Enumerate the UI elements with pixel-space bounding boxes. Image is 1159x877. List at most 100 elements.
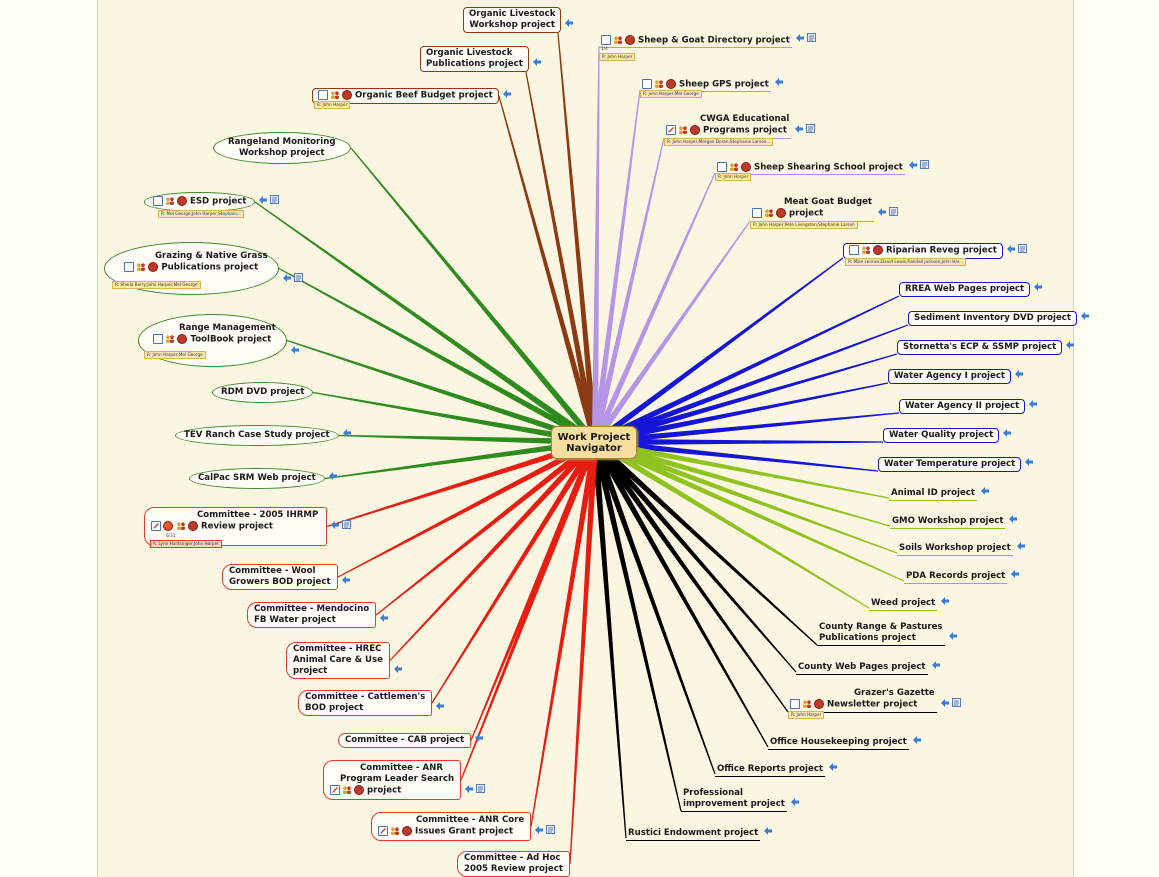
link-arrow-icon[interactable] bbox=[790, 797, 800, 810]
link-arrow-icon[interactable] bbox=[328, 471, 338, 484]
topic-water-quality[interactable]: Water Quality project bbox=[883, 428, 1012, 443]
checkbox-icon[interactable] bbox=[318, 90, 328, 100]
link-arrow-icon[interactable] bbox=[877, 207, 887, 220]
topic-rdm-dvd[interactable]: RDM DVD project bbox=[212, 382, 314, 403]
link-arrow-icon[interactable] bbox=[282, 273, 292, 286]
note-icon[interactable] bbox=[342, 519, 352, 533]
link-arrow-icon[interactable] bbox=[980, 486, 990, 499]
pencil-icon[interactable] bbox=[666, 125, 676, 135]
topic-weed[interactable]: Weed project bbox=[869, 596, 950, 611]
link-arrow-icon[interactable] bbox=[474, 733, 484, 746]
link-arrow-icon[interactable] bbox=[379, 613, 389, 626]
link-arrow-icon[interactable] bbox=[828, 762, 838, 775]
checkbox-icon[interactable] bbox=[752, 208, 762, 218]
link-arrow-icon[interactable] bbox=[393, 664, 403, 677]
link-arrow-icon[interactable] bbox=[532, 57, 542, 70]
note-icon[interactable] bbox=[476, 783, 486, 797]
topic-water-agency-1[interactable]: Water Agency I project bbox=[888, 369, 1024, 384]
topic-esd[interactable]: ESD project bbox=[144, 192, 280, 212]
link-arrow-icon[interactable] bbox=[931, 660, 941, 673]
link-arrow-icon[interactable] bbox=[342, 428, 352, 441]
topic-water-temperature[interactable]: Water Temperature project bbox=[878, 457, 1034, 472]
topic-office-housekeeping[interactable]: Office Housekeeping project bbox=[768, 735, 922, 750]
note-icon[interactable] bbox=[1017, 243, 1027, 257]
checkbox-icon[interactable] bbox=[717, 161, 727, 172]
link-arrow-icon[interactable] bbox=[258, 195, 268, 208]
note-icon[interactable] bbox=[270, 194, 280, 208]
topic-riparian-reveg[interactable]: Riparian Reveg project bbox=[843, 243, 1027, 259]
link-arrow-icon[interactable] bbox=[794, 124, 804, 137]
pencil-icon[interactable] bbox=[330, 785, 340, 795]
link-arrow-icon[interactable] bbox=[1024, 457, 1034, 470]
topic-sediment-inventory[interactable]: Sediment Inventory DVD project bbox=[908, 311, 1090, 326]
topic-committee-cab[interactable]: Committee - CAB project bbox=[338, 733, 484, 748]
link-arrow-icon[interactable] bbox=[1033, 282, 1043, 295]
topic-rustici-endowment[interactable]: Rustici Endowment project bbox=[626, 826, 773, 841]
topic-rrea-web-pages[interactable]: RREA Web Pages project bbox=[899, 282, 1043, 297]
link-arrow-icon[interactable] bbox=[1002, 428, 1012, 441]
link-arrow-icon[interactable] bbox=[534, 825, 544, 838]
link-arrow-icon[interactable] bbox=[330, 520, 340, 533]
link-arrow-icon[interactable] bbox=[940, 596, 950, 609]
topic-organic-beef-budget[interactable]: Organic Beef Budget project bbox=[312, 88, 512, 104]
link-arrow-icon[interactable] bbox=[290, 345, 300, 358]
note-icon[interactable] bbox=[889, 206, 899, 220]
note-icon[interactable] bbox=[951, 697, 961, 711]
topic-animal-id[interactable]: Animal ID project bbox=[889, 486, 990, 501]
link-arrow-icon[interactable] bbox=[774, 77, 784, 90]
link-arrow-icon[interactable] bbox=[940, 698, 950, 711]
link-arrow-icon[interactable] bbox=[1016, 541, 1026, 554]
link-arrow-icon[interactable] bbox=[1014, 369, 1024, 382]
checkbox-icon[interactable] bbox=[849, 245, 859, 255]
topic-county-web-pages[interactable]: County Web Pages project bbox=[796, 660, 941, 675]
link-arrow-icon[interactable] bbox=[341, 575, 351, 588]
link-arrow-icon[interactable] bbox=[1010, 569, 1020, 582]
topic-sheep-shearing[interactable]: Sheep Shearing School project bbox=[715, 160, 929, 175]
link-arrow-icon[interactable] bbox=[912, 735, 922, 748]
checkbox-icon[interactable] bbox=[642, 78, 652, 89]
link-arrow-icon[interactable] bbox=[435, 701, 445, 714]
pencil-icon[interactable] bbox=[151, 521, 161, 531]
topic-pda-records[interactable]: PDA Records project bbox=[904, 569, 1020, 584]
central-topic[interactable]: Work Project Navigator bbox=[551, 426, 637, 459]
topic-gmo-workshop[interactable]: GMO Workshop project bbox=[890, 514, 1018, 529]
note-icon[interactable] bbox=[546, 824, 556, 838]
link-arrow-icon[interactable] bbox=[763, 826, 773, 839]
link-arrow-icon[interactable] bbox=[564, 18, 574, 31]
checkbox-icon[interactable] bbox=[601, 34, 611, 45]
note-icon[interactable] bbox=[919, 160, 929, 173]
link-arrow-icon[interactable] bbox=[502, 89, 512, 102]
link-arrow-icon[interactable] bbox=[948, 631, 958, 644]
pencil-icon[interactable] bbox=[378, 826, 388, 836]
topic-calpac-srm[interactable]: CalPac SRM Web project bbox=[189, 468, 338, 489]
link-arrow-icon[interactable] bbox=[1080, 311, 1090, 324]
link-arrow-icon[interactable] bbox=[1008, 514, 1018, 527]
topic-water-agency-2[interactable]: Water Agency II project bbox=[899, 399, 1038, 414]
topic-office-reports[interactable]: Office Reports project bbox=[715, 762, 838, 777]
topic-sheep-goat-directory[interactable]: Sheep & Goat Directory project bbox=[599, 33, 816, 48]
note-icon[interactable] bbox=[293, 272, 303, 286]
link-arrow-icon[interactable] bbox=[464, 784, 474, 797]
topic-stornetta[interactable]: Stornetta's ECP & SSMP project bbox=[897, 340, 1075, 355]
link-arrow-icon[interactable] bbox=[1006, 244, 1016, 257]
note-icon[interactable] bbox=[806, 33, 816, 46]
topic-soils-workshop[interactable]: Soils Workshop project bbox=[897, 541, 1026, 556]
topic-sheep-gps[interactable]: Sheep GPS project bbox=[640, 77, 784, 92]
checkbox-icon[interactable] bbox=[153, 196, 163, 206]
note-icon[interactable] bbox=[806, 123, 816, 137]
link-arrow-icon[interactable] bbox=[908, 160, 918, 173]
